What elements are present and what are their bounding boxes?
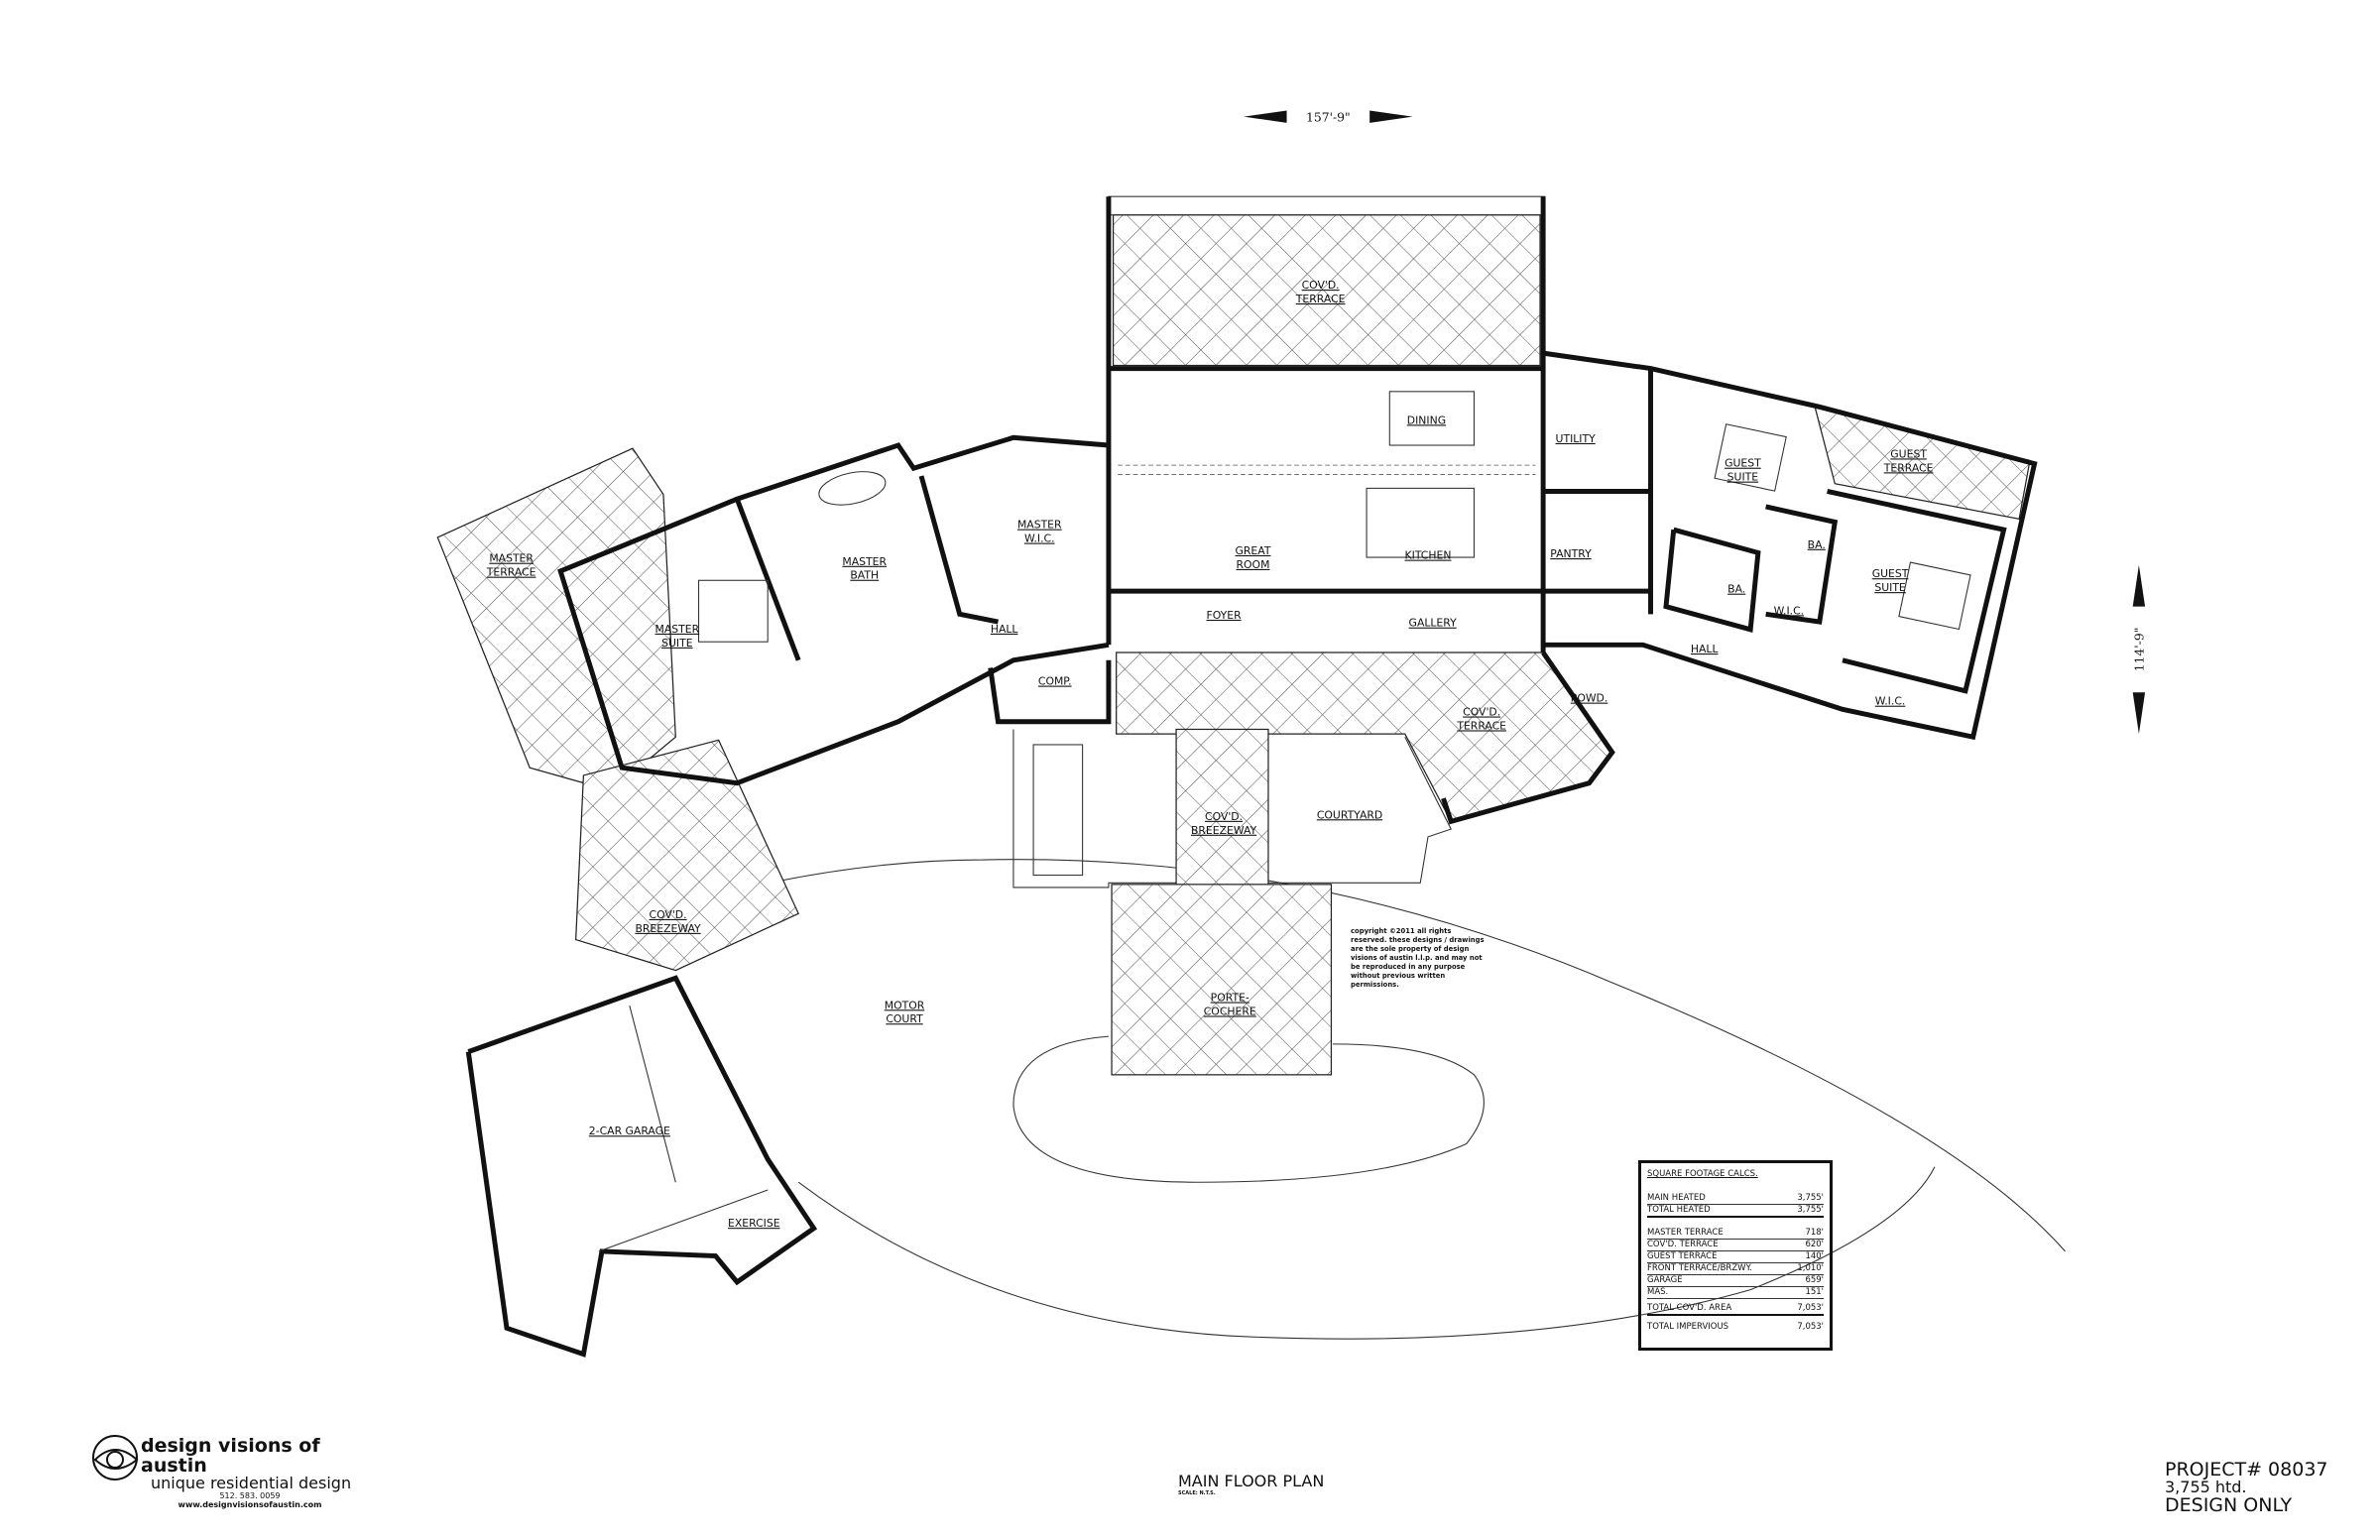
svg-text:EXERCISE: EXERCISE [728,1217,780,1230]
center-breezeway [1175,728,1269,891]
project-info: PROJECT# 08037 3,755 htd. DESIGN ONLY [2165,1459,2328,1516]
svg-text:DINING: DINING [1407,414,1446,426]
svg-text:POWD.: POWD. [1571,692,1608,705]
svg-text:PANTRY: PANTRY [1550,547,1592,560]
svg-text:PORTE-COCHERE: PORTE-COCHERE [1204,992,1256,1018]
svg-text:UTILITY: UTILITY [1556,432,1597,445]
svg-text:BA.: BA. [1808,538,1826,551]
sheet-title-text: MAIN FLOOR PLAN [1178,1472,1325,1490]
project-number: PROJECT# 08037 [2165,1459,2328,1481]
logo-tagline: unique residential design [151,1474,352,1492]
courtyard-outline [1012,729,1452,888]
project-status: DESIGN ONLY [2165,1494,2293,1516]
svg-text:2-CAR GARAGE: 2-CAR GARAGE [589,1125,670,1137]
svg-text:COMP.: COMP. [1038,675,1072,688]
svg-text:HALL: HALL [991,623,1018,636]
fountain [1032,744,1084,877]
svg-text:GALLERY: GALLERY [1409,617,1458,630]
svg-text:COV'D.TERRACE: COV'D.TERRACE [1295,279,1346,305]
svg-text:157'-9": 157'-9" [1306,110,1351,124]
svg-text:COV'D.BREEZEWAY: COV'D.BREEZEWAY [1191,810,1257,837]
kitchen-island [1366,487,1475,558]
motor-court-drive [575,859,2066,1252]
left-breezeway [575,739,799,972]
sheet-scale: SCALE: N.T.S. [1178,1490,1216,1496]
copyright-notice: copyright ©2011 all rights reserved. the… [1351,927,1485,989]
porte-cochere [1111,884,1333,1076]
width-dimension: 157'-9" [1244,110,1413,124]
svg-text:HALL: HALL [1691,643,1719,655]
sqft-row: MAS.151' [1647,1287,1824,1299]
svg-text:COV'D.BREEZEWAY: COV'D.BREEZEWAY [635,908,701,935]
sqft-row: FRONT TERRACE/BRZWY.1,010' [1647,1263,1824,1275]
svg-text:W.I.C.: W.I.C. [1774,604,1805,617]
walls [465,196,2038,1358]
master-terrace [436,447,676,792]
bed-master [697,579,769,643]
rear-covd-terrace [1112,214,1541,367]
svg-text:FOYER: FOYER [1206,609,1242,622]
svg-text:114'-9": 114'-9" [2133,628,2147,672]
company-logo: design visions of austin unique resident… [91,1435,369,1509]
drive-edge [797,1166,1936,1340]
logo-name: design visions of austin [141,1435,320,1477]
bathtub [818,471,887,506]
bed-guest-2 [1898,561,1971,631]
eye-logo-icon [92,1435,139,1481]
svg-text:COV'D.TERRACE: COV'D.TERRACE [1456,706,1506,733]
project-heated: 3,755 htd. [2165,1478,2247,1496]
drop-off-loop [1012,1035,1485,1183]
logo-website: www.designvisionsofaustin.com [178,1500,322,1509]
svg-text:BA.: BA. [1727,583,1745,596]
svg-text:COURTYARD: COURTYARD [1317,808,1382,821]
svg-text:KITCHEN: KITCHEN [1405,549,1452,562]
depth-dimension: 114'-9" [2133,564,2147,735]
sheet-title: MAIN FLOOR PLAN SCALE: N.T.S. [1178,1472,1324,1496]
logo-phone: 512. 583. 0059 [219,1491,281,1500]
svg-text:W.I.C.: W.I.C. [1875,695,1906,708]
bed-guest-1 [1714,423,1787,492]
sqft-title: SQUARE FOOTAGE CALCS. [1647,1169,1758,1179]
dining-table [1388,391,1475,446]
